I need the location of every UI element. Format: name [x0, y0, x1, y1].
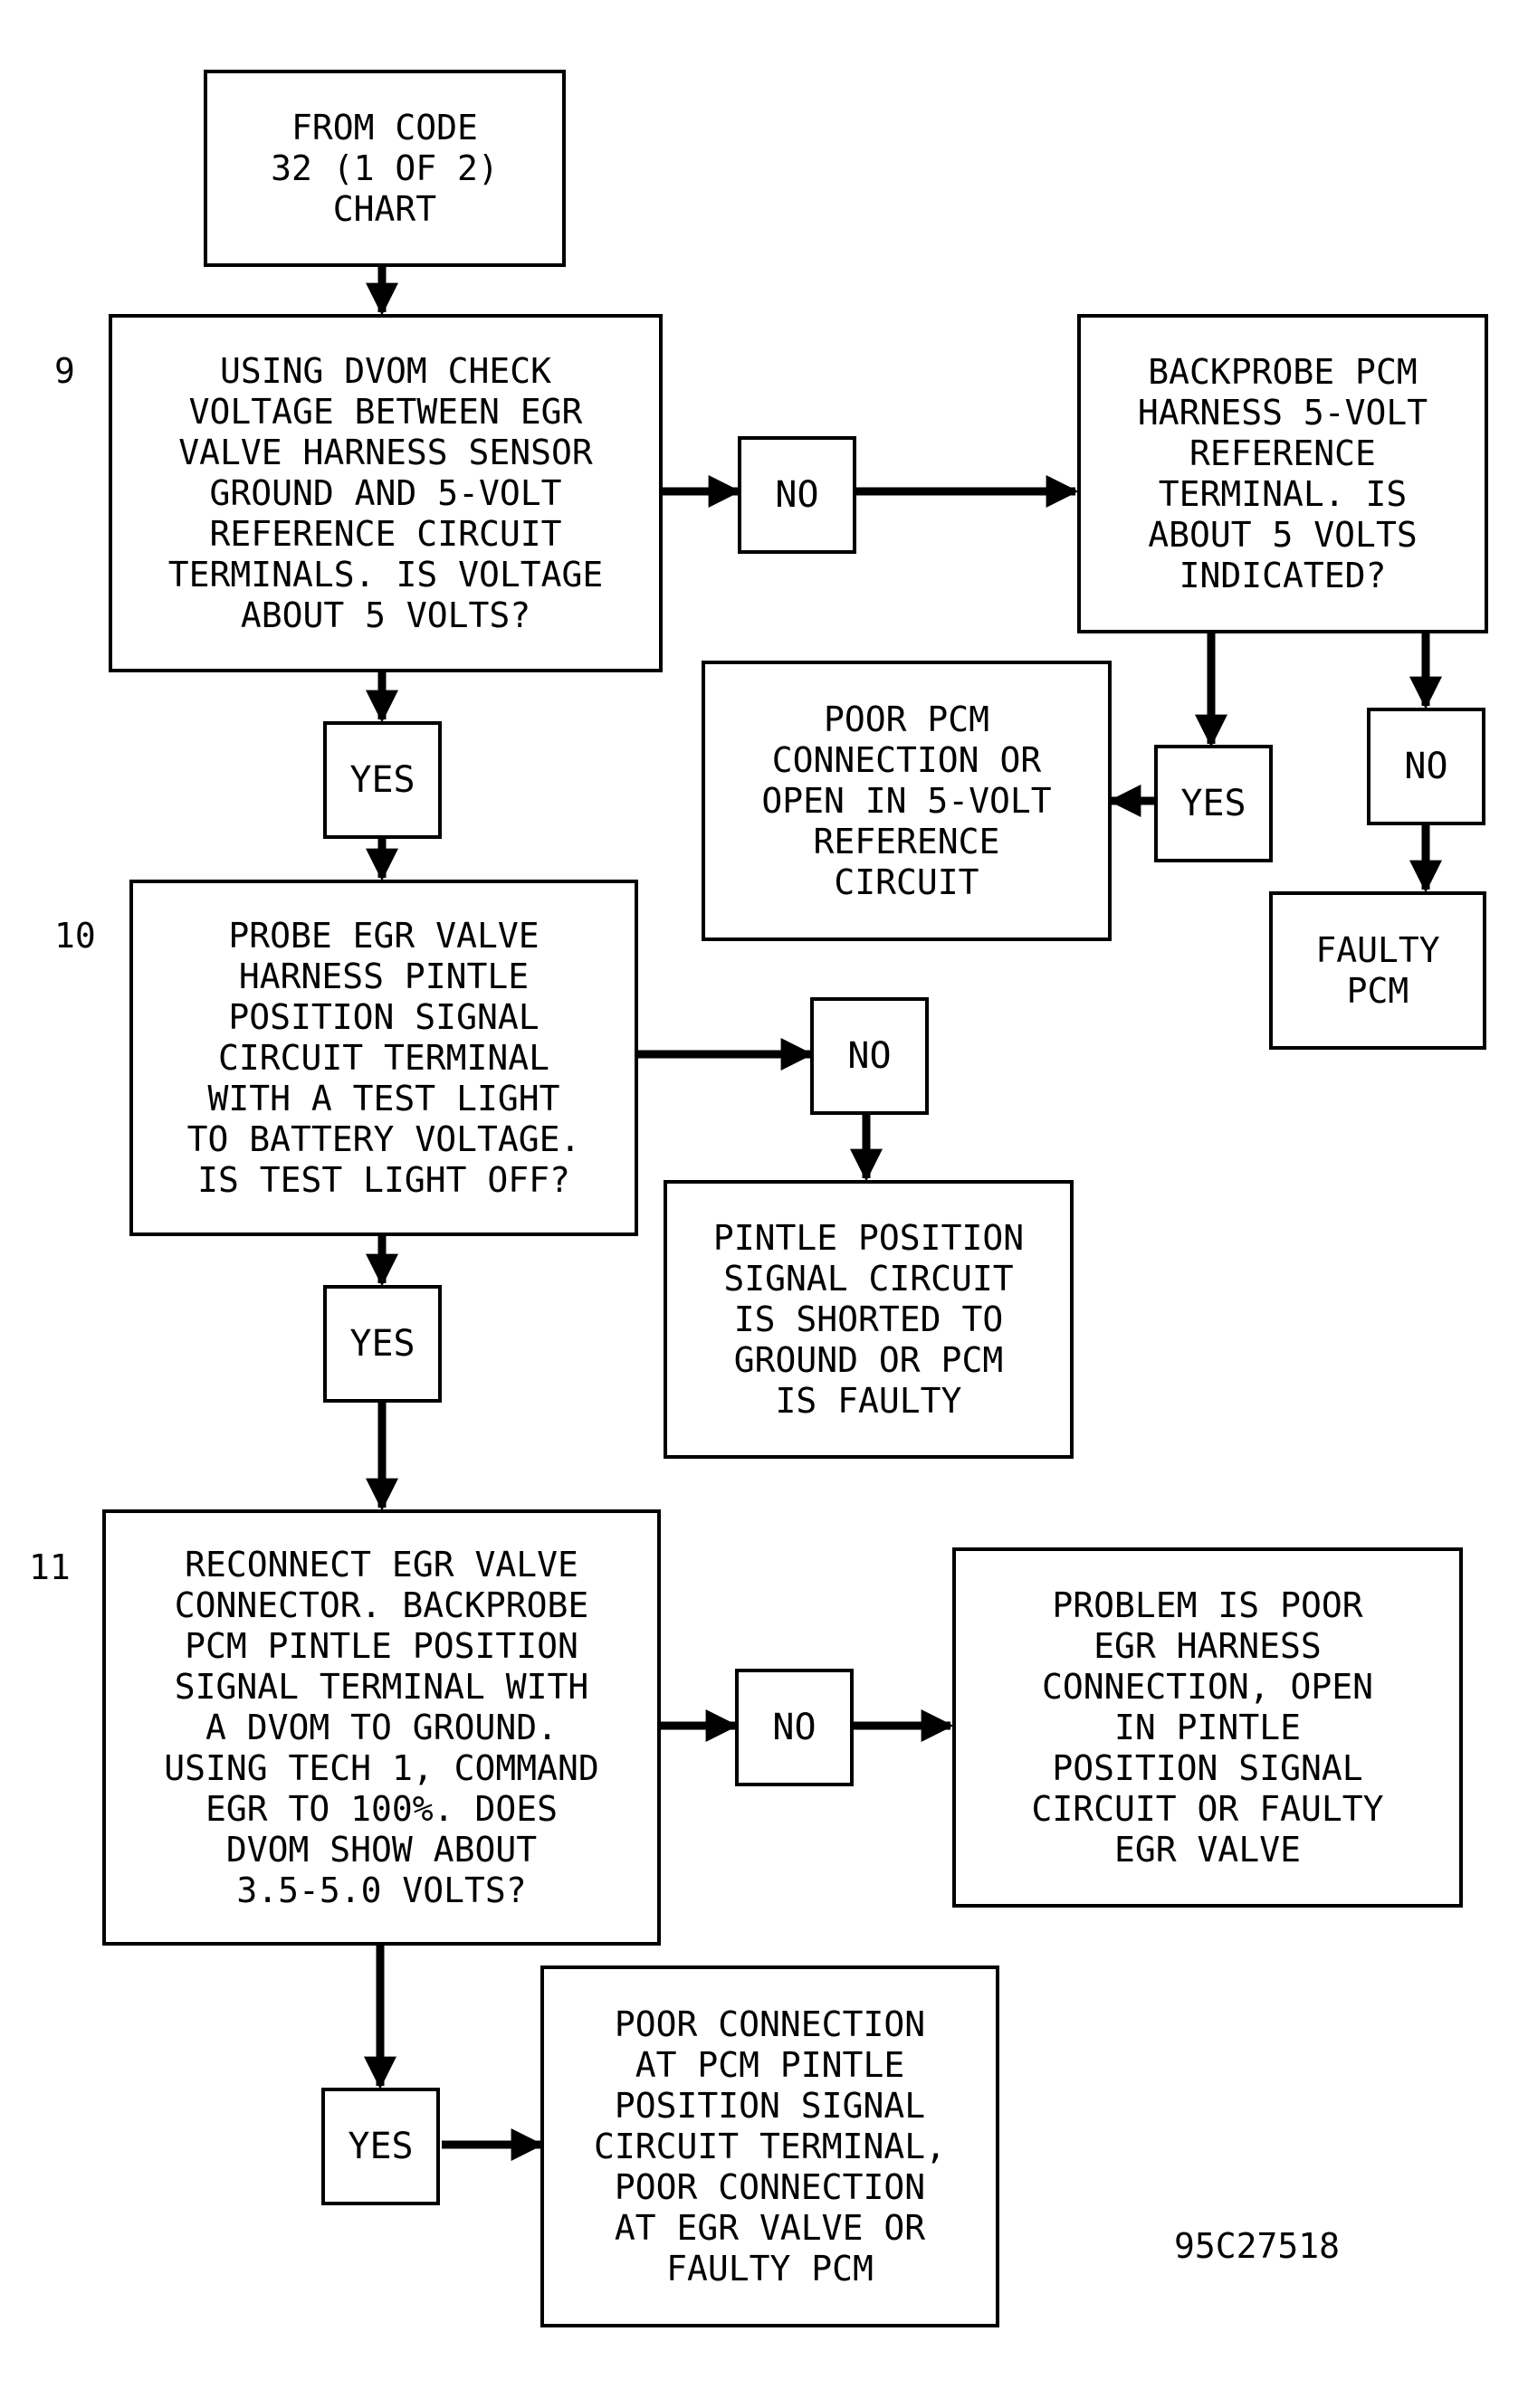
faulty-pcm-box: FAULTY PCM — [1269, 891, 1486, 1050]
backprobe-no-box: NO — [1367, 708, 1485, 825]
pintle-shorted-text: PINTLE POSITION SIGNAL CIRCUIT IS SHORTE… — [712, 1217, 1025, 1421]
step9-yes-label: YES — [349, 758, 415, 801]
poor-connection-pintle-text: POOR CONNECTION AT PCM PINTLE POSITION S… — [594, 2003, 946, 2289]
step10-question-text: PROBE EGR VALVE HARNESS PINTLE POSITION … — [186, 915, 581, 1200]
step11-no-label: NO — [772, 1706, 817, 1748]
backprobe-pcm-text: BACKPROBE PCM HARNESS 5-VOLT REFERENCE T… — [1137, 351, 1428, 595]
step11-question-text: RECONNECT EGR VALVE CONNECTOR. BACKPROBE… — [164, 1544, 599, 1910]
step-number-9: 9 — [54, 351, 75, 391]
step10-question-box: PROBE EGR VALVE HARNESS PINTLE POSITION … — [129, 880, 638, 1236]
step10-yes-label: YES — [349, 1322, 415, 1365]
backprobe-no-label: NO — [1404, 745, 1448, 787]
step11-yes-box: YES — [321, 2088, 440, 2205]
poor-connection-pintle-box: POOR CONNECTION AT PCM PINTLE POSITION S… — [540, 1965, 999, 2327]
step10-yes-box: YES — [323, 1285, 442, 1403]
problem-poor-egr-box: PROBLEM IS POOR EGR HARNESS CONNECTION, … — [952, 1547, 1463, 1908]
backprobe-yes-box: YES — [1154, 745, 1273, 862]
step11-question-box: RECONNECT EGR VALVE CONNECTOR. BACKPROBE… — [102, 1509, 661, 1946]
step-number-11: 11 — [29, 1547, 71, 1587]
backprobe-yes-label: YES — [1180, 782, 1246, 824]
step9-no-box: NO — [738, 436, 856, 554]
step11-yes-label: YES — [348, 2125, 414, 2167]
backprobe-pcm-box: BACKPROBE PCM HARNESS 5-VOLT REFERENCE T… — [1077, 314, 1488, 633]
step10-no-label: NO — [847, 1034, 892, 1077]
step-number-10: 10 — [54, 916, 96, 956]
poor-pcm-connection-text: POOR PCM CONNECTION OR OPEN IN 5-VOLT RE… — [761, 699, 1052, 902]
step9-yes-box: YES — [323, 721, 442, 839]
step9-no-label: NO — [775, 473, 819, 516]
from-code-text: FROM CODE 32 (1 OF 2) CHART — [271, 107, 499, 229]
step9-question-text: USING DVOM CHECK VOLTAGE BETWEEN EGR VAL… — [167, 350, 604, 635]
problem-poor-egr-text: PROBLEM IS POOR EGR HARNESS CONNECTION, … — [1031, 1585, 1384, 1870]
poor-pcm-connection-box: POOR PCM CONNECTION OR OPEN IN 5-VOLT RE… — [702, 661, 1112, 941]
step11-no-box: NO — [735, 1669, 854, 1786]
step10-no-box: NO — [810, 997, 929, 1115]
step9-question-box: USING DVOM CHECK VOLTAGE BETWEEN EGR VAL… — [109, 314, 663, 672]
figure-id: 95C27518 — [1174, 2226, 1341, 2266]
from-code-box: FROM CODE 32 (1 OF 2) CHART — [204, 70, 566, 267]
faulty-pcm-text: FAULTY PCM — [1315, 929, 1440, 1011]
pintle-shorted-box: PINTLE POSITION SIGNAL CIRCUIT IS SHORTE… — [664, 1180, 1074, 1459]
